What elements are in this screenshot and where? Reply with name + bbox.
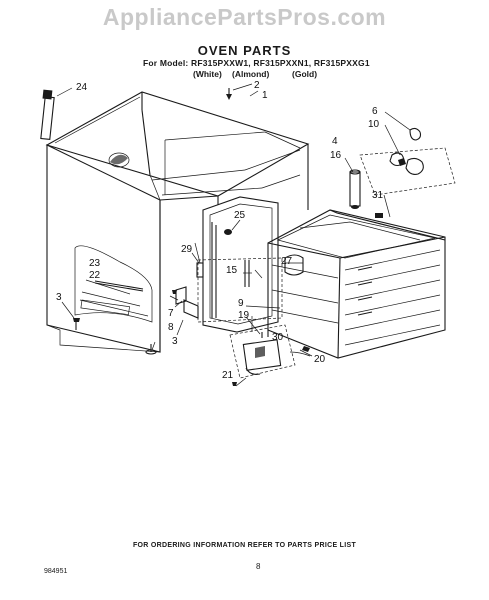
callout-22: 22 [89, 270, 101, 281]
callout-25: 25 [234, 210, 246, 221]
color-almond: (Almond) [232, 69, 270, 79]
part-16-pin [344, 157, 361, 209]
page-number: 8 [256, 562, 261, 571]
part-2-screw [226, 83, 259, 100]
callout-6: 6 [372, 106, 378, 117]
callout-7: 7 [168, 308, 174, 319]
callout-31: 31 [372, 190, 384, 201]
oven-door-frame [191, 196, 283, 333]
callout-27: 27 [281, 256, 293, 267]
watermark: AppliancePartsPros.com [102, 4, 387, 30]
callout-24: 24 [76, 82, 88, 93]
callout-3a: 3 [56, 292, 62, 303]
color-white: (White) [193, 69, 222, 79]
part-6-10-light-assembly [359, 111, 456, 218]
callout-23: 23 [89, 258, 101, 269]
callout-2: 2 [254, 80, 260, 91]
oven-cabinet [45, 91, 310, 355]
part-7-8-bracket [169, 286, 199, 319]
callout-20: 20 [314, 354, 326, 365]
callout-19: 19 [238, 310, 250, 321]
document-number: 984951 [44, 568, 68, 575]
diagram-title: OVEN PARTS [197, 43, 292, 58]
callout-9: 9 [238, 298, 244, 309]
ordering-info-note: FOR ORDERING INFORMATION REFER TO PARTS … [132, 542, 357, 549]
callout-29: 29 [181, 244, 193, 255]
part-19-30-control [229, 324, 311, 387]
oven-rack [267, 209, 446, 359]
callout-30: 30 [272, 332, 284, 343]
callout-15: 15 [226, 265, 238, 276]
callout-3b: 3 [172, 336, 178, 347]
callout-16: 16 [330, 150, 342, 161]
color-gold: (Gold) [292, 69, 318, 79]
callout-8: 8 [168, 322, 174, 333]
callout-1: 1 [262, 90, 268, 101]
model-numbers: For Model: RF315PXXW1, RF315PXXN1, RF315… [143, 58, 370, 68]
callout-4: 4 [332, 136, 338, 147]
callout-leaders [61, 242, 313, 357]
part-24-bracket [40, 87, 73, 141]
callout-21: 21 [222, 370, 234, 381]
callout-10: 10 [368, 119, 380, 130]
